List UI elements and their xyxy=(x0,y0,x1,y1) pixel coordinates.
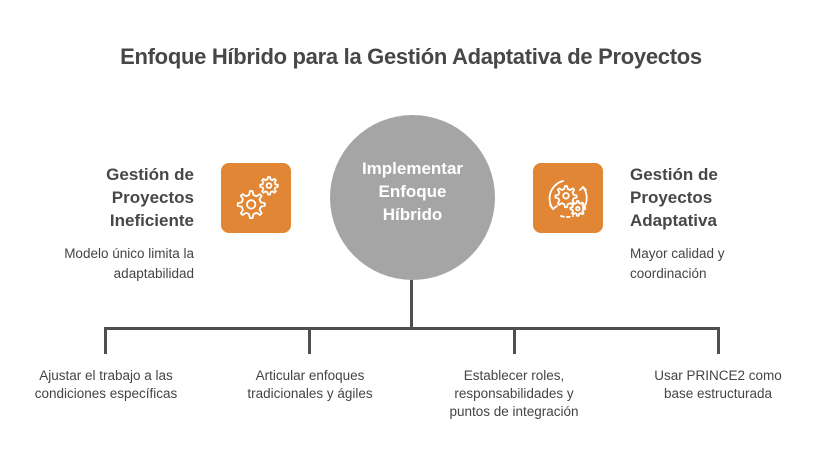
connector-drop-1 xyxy=(104,327,107,354)
connector-bar xyxy=(104,327,720,330)
left-description: Modelo único limita la adaptabilidad xyxy=(64,246,194,281)
right-description: Mayor calidad y coordinación xyxy=(630,246,725,281)
connector-drop-4 xyxy=(717,327,720,354)
connector-drop-2 xyxy=(308,327,311,354)
branch-item: Ajustar el trabajo a las condiciones esp… xyxy=(34,368,178,401)
left-icon-box xyxy=(221,163,291,233)
branch-item: Establecer roles, responsabilidades y pu… xyxy=(449,368,579,419)
diagram-title: Enfoque Híbrido para la Gestión Adaptati… xyxy=(120,44,702,69)
connector-drop-3 xyxy=(513,327,516,354)
cycle-gears-icon xyxy=(548,180,588,218)
center-label: Implementar Enfoque Híbrido xyxy=(361,159,464,224)
right-title: Gestión de Proyectos Adaptativa xyxy=(630,165,718,230)
branch-item: Articular enfoques tradicionales y ágile… xyxy=(247,368,373,401)
right-icon-box xyxy=(533,163,603,233)
branch-item: Usar PRINCE2 como base estructurada xyxy=(654,368,782,401)
connector-trunk xyxy=(410,280,413,330)
center-node: Implementar Enfoque Híbrido xyxy=(330,115,495,280)
left-title: Gestión de Proyectos Ineficiente xyxy=(106,165,194,230)
gears-icon xyxy=(236,176,279,219)
